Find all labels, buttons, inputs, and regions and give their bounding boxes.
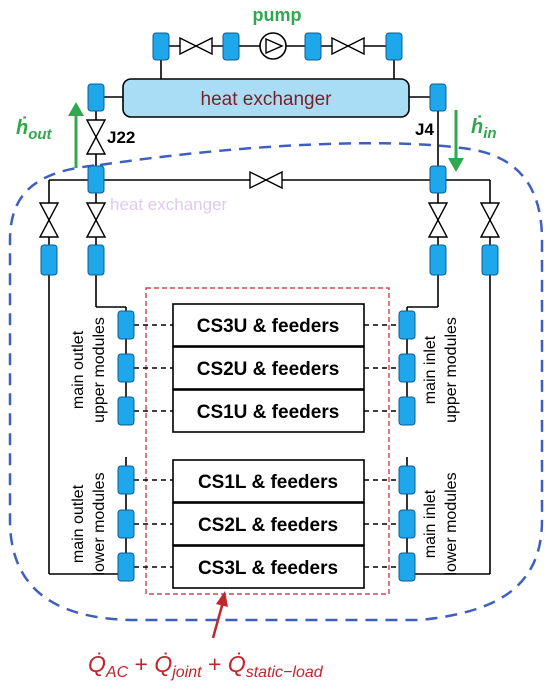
h-in-arrow-icon bbox=[448, 110, 464, 172]
outlet-component-cs1u bbox=[117, 396, 135, 426]
component-right-inner bbox=[429, 244, 447, 276]
pump-arrow-icon bbox=[265, 37, 284, 55]
heat-load-arrow-icon bbox=[211, 591, 228, 639]
heat-exchanger bbox=[122, 78, 410, 118]
inlet-component-cs2u bbox=[398, 353, 416, 383]
inlet-component-cs3l bbox=[398, 552, 416, 582]
top-component-1 bbox=[152, 32, 170, 61]
module-cs2l: CS2L & feeders bbox=[172, 502, 365, 546]
junction-j4-label: J4 bbox=[415, 120, 434, 139]
module-connectors bbox=[134, 324, 399, 568]
heat-load-equation: Q̇AC + Q̇joint + Q̇static−load bbox=[88, 651, 324, 682]
h-out-label: ḣout bbox=[16, 116, 53, 143]
pump-label: pump bbox=[253, 5, 302, 25]
component-right-junction bbox=[429, 165, 447, 194]
module-cs2u: CS2U & feeders bbox=[172, 346, 365, 390]
outlet-component-cs3l bbox=[117, 552, 135, 582]
left-upper-label-1: main outlet bbox=[70, 330, 87, 409]
module-label: CS1U & feeders bbox=[197, 402, 340, 423]
ghost-heat-exchanger-text: heat exchanger bbox=[110, 195, 228, 214]
modules-enclosure bbox=[145, 287, 390, 595]
valve-left-outer-icon bbox=[38, 202, 60, 238]
outlet-component-cs2u bbox=[117, 353, 135, 383]
valve-right-inner-icon bbox=[427, 202, 449, 238]
inlet-component-cs1l bbox=[398, 465, 416, 495]
h-in-label: ḣin bbox=[471, 115, 497, 142]
module-label: CS2U & feeders bbox=[197, 359, 340, 380]
top-valve-left-icon bbox=[179, 36, 213, 56]
right-upper-label-2: upper modules bbox=[443, 317, 460, 423]
h-out-arrow-icon bbox=[68, 102, 84, 168]
module-label: CS3L & feeders bbox=[198, 558, 338, 579]
module-label: CS3U & feeders bbox=[197, 316, 340, 337]
valve-j22-icon bbox=[85, 119, 107, 155]
right-lower-label-1: main inlet bbox=[422, 489, 439, 558]
right-upper-label-1: main inlet bbox=[422, 335, 439, 404]
junction-j22-label: J22 bbox=[107, 128, 135, 147]
inlet-component-cs2l bbox=[398, 509, 416, 539]
component-left-junction bbox=[87, 165, 105, 194]
top-component-2 bbox=[222, 32, 240, 61]
module-cs3u: CS3U & feeders bbox=[172, 303, 365, 347]
right-lower-label-2: lower modules bbox=[443, 472, 460, 575]
valve-right-outer-icon bbox=[479, 202, 501, 238]
component-j4-upper bbox=[429, 83, 447, 112]
component-left-inner bbox=[87, 244, 105, 276]
module-cs3l: CS3L & feeders bbox=[172, 545, 365, 589]
module-cs1u: CS1U & feeders bbox=[172, 389, 365, 433]
inlet-component-cs1u bbox=[398, 396, 416, 426]
module-label: CS1L & feeders bbox=[198, 472, 338, 493]
bypass-valve-icon bbox=[249, 170, 283, 190]
top-component-4 bbox=[385, 32, 403, 61]
top-valve-right-icon bbox=[331, 36, 365, 56]
outlet-component-cs1l bbox=[117, 465, 135, 495]
component-right-outer bbox=[481, 244, 499, 276]
outlet-component-cs2l bbox=[117, 509, 135, 539]
module-cs1l: CS1L & feeders bbox=[172, 459, 365, 503]
inlet-component-cs3u bbox=[398, 310, 416, 340]
component-left-outer bbox=[40, 244, 58, 276]
left-upper-label-2: upper modules bbox=[91, 317, 108, 423]
top-component-3 bbox=[304, 32, 322, 61]
left-lower-label-2: lower modules bbox=[91, 472, 108, 575]
outlet-component-cs3u bbox=[117, 310, 135, 340]
module-label: CS2L & feeders bbox=[198, 515, 338, 536]
left-lower-label-1: main outlet bbox=[70, 484, 87, 563]
component-j22-upper bbox=[87, 83, 105, 112]
control-volume-boundary bbox=[8, 141, 544, 622]
heat-exchanger-label: heat exchanger bbox=[201, 89, 333, 110]
valve-left-inner-icon bbox=[85, 202, 107, 238]
